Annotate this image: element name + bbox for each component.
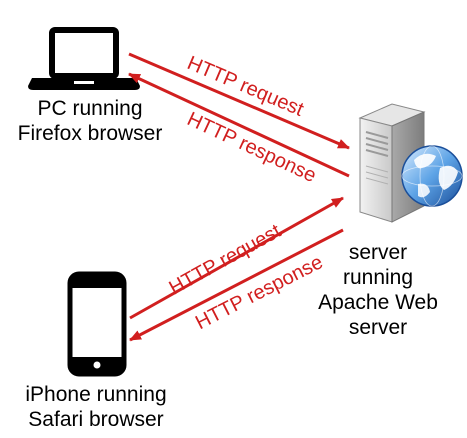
pc-caption-line: Firefox browser: [17, 122, 163, 145]
server-with-globe-icon: [358, 103, 463, 223]
edge-label-pc-response: HTTP response: [184, 108, 320, 187]
arrow-pc-to-server-request: [128, 52, 350, 150]
server-caption-line: server: [348, 241, 408, 264]
iphone-caption-line: Safari browser: [28, 408, 164, 431]
server-caption-line: server: [348, 316, 408, 339]
smartphone-icon: [67, 271, 127, 377]
pc-caption-line: PC running: [37, 97, 143, 120]
arrow-server-to-iphone-response: [129, 228, 344, 342]
server-caption: server running Apache Web server: [308, 240, 448, 340]
server-caption-line: running: [342, 266, 414, 289]
pc-caption: PC running Firefox browser: [4, 96, 176, 146]
server-caption-line: Apache Web: [318, 291, 438, 314]
iphone-caption-line: iPhone running: [25, 383, 167, 406]
arrow-iphone-to-server-request: [129, 196, 344, 320]
arrow-server-to-pc-response: [128, 72, 350, 178]
laptop-icon: [28, 27, 140, 90]
iphone-caption: iPhone running Safari browser: [10, 382, 182, 432]
